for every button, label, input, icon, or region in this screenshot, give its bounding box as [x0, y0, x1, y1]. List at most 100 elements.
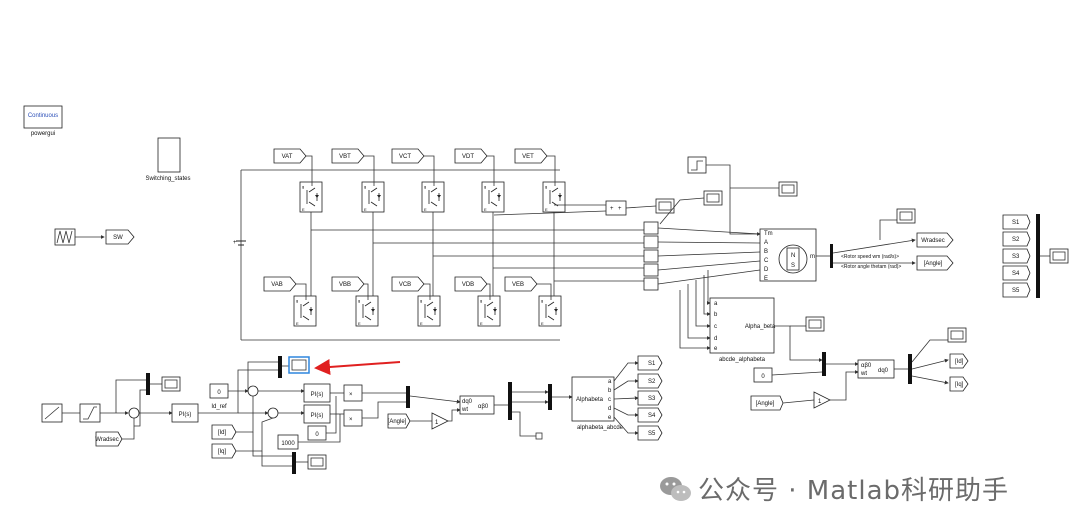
goto-vab[interactable]: VAB: [263, 276, 297, 292]
igbt-lower-a[interactable]: [293, 295, 317, 327]
svg-text:S4: S4: [648, 413, 656, 419]
from-s5[interactable]: S5: [1002, 282, 1031, 298]
igbt-upper-e[interactable]: [542, 181, 566, 213]
svg-text:VAT: VAT: [282, 154, 293, 160]
product-1[interactable]: ×: [343, 384, 363, 402]
svg-text:SW: SW: [113, 235, 123, 241]
mux-right[interactable]: [1036, 214, 1040, 298]
id-ref-const[interactable]: 0 Id_ref: [209, 383, 229, 410]
gain-right[interactable]: 1: [813, 391, 831, 409]
alphabeta-dq-block[interactable]: αβ0 wt dq0: [857, 359, 895, 379]
svg-text:S5: S5: [1012, 288, 1020, 294]
goto-vat[interactable]: VAT: [273, 148, 307, 164]
svg-text:c: c: [714, 324, 717, 330]
const-1000[interactable]: 1000: [277, 434, 299, 450]
ramp-block[interactable]: [41, 403, 63, 423]
goto-vct[interactable]: VCT: [391, 148, 425, 164]
goto-id[interactable]: [Id]: [949, 353, 969, 369]
svg-text:D: D: [764, 267, 769, 273]
goto-vdb[interactable]: VDB: [454, 276, 488, 292]
goto-vbb[interactable]: VBB: [331, 276, 365, 292]
goto-s2[interactable]: S2: [637, 373, 663, 389]
pmsm-machine-block[interactable]: Tm A B C D E N S m: [759, 228, 817, 282]
svg-text:dq0: dq0: [878, 368, 889, 374]
goto-vcb[interactable]: VCB: [391, 276, 425, 292]
igbt-lower-b[interactable]: [355, 295, 379, 327]
scope-2[interactable]: [703, 190, 723, 206]
goto-angle[interactable]: [Angle]: [916, 255, 954, 271]
svg-text:S1: S1: [648, 361, 656, 367]
goto-s1[interactable]: S1: [637, 355, 663, 371]
from-s1[interactable]: S1: [1002, 214, 1031, 230]
svg-text:0: 0: [217, 390, 221, 396]
goto-s3[interactable]: S3: [637, 390, 663, 406]
gain-mid[interactable]: 1: [431, 412, 449, 430]
goto-s4[interactable]: S4: [637, 407, 663, 423]
igbt-upper-b[interactable]: [361, 181, 385, 213]
alphabeta-abcde-block[interactable]: Alphabeta a b c d e alphabeta_abcde: [571, 376, 624, 431]
pi-iq-block[interactable]: PI(s): [303, 404, 331, 424]
igbt-upper-d[interactable]: [481, 181, 505, 213]
goto-vet[interactable]: VET: [514, 148, 548, 164]
speed-sum[interactable]: [128, 407, 140, 419]
dq0-alphabeta-block[interactable]: dq0 wt αβ0: [459, 395, 495, 415]
id-sum[interactable]: [247, 385, 259, 397]
igbt-lower-c[interactable]: [417, 295, 441, 327]
scope-highlighted[interactable]: [288, 356, 310, 374]
from-s4[interactable]: S4: [1002, 265, 1031, 281]
from-angle-mid[interactable]: [Angle]: [387, 413, 411, 429]
scope-switch-states[interactable]: [1049, 248, 1069, 264]
switching-states-block[interactable]: Switching_states: [145, 137, 191, 182]
svg-text:PI(s): PI(s): [311, 413, 324, 419]
svg-text:S3: S3: [648, 396, 656, 402]
svg-text:+: +: [618, 206, 622, 212]
from-s3[interactable]: S3: [1002, 248, 1031, 264]
scope-speed[interactable]: [896, 208, 916, 224]
scope-3[interactable]: [778, 181, 798, 197]
scope-alphabeta[interactable]: [805, 316, 825, 332]
iq-sum[interactable]: [267, 407, 279, 419]
svg-text:e: e: [608, 415, 612, 421]
svg-text:[Angle]: [Angle]: [924, 261, 943, 267]
igbt-upper-a[interactable]: [299, 181, 323, 213]
sum-block[interactable]: ++: [605, 200, 627, 216]
goto-wradsec[interactable]: Wradsec: [916, 232, 954, 248]
svg-text:VBT: VBT: [339, 154, 351, 160]
product-2[interactable]: ×: [343, 409, 363, 427]
goto-iq[interactable]: [Iq]: [949, 376, 969, 392]
scope-dq[interactable]: [947, 327, 967, 343]
from-s2[interactable]: S2: [1002, 231, 1031, 247]
svg-text:C: C: [764, 258, 769, 264]
goto-vdt[interactable]: VDT: [454, 148, 488, 164]
const-zero-mid[interactable]: 0: [307, 425, 327, 441]
step-block[interactable]: [687, 156, 707, 174]
from-wradsec[interactable]: Wradsec: [95, 431, 123, 447]
igbt-lower-d[interactable]: [477, 295, 501, 327]
svg-text:VET: VET: [522, 154, 534, 160]
const-zero-right[interactable]: 0: [753, 367, 773, 383]
igbt-upper-c[interactable]: [421, 181, 445, 213]
svg-text:d: d: [714, 336, 717, 342]
pi-id-block[interactable]: PI(s): [303, 383, 331, 403]
svg-text:×: ×: [349, 417, 353, 423]
pi-speed-block[interactable]: PI(s): [171, 403, 199, 423]
svg-text:S5: S5: [648, 431, 656, 437]
goto-vbt[interactable]: VBT: [331, 148, 365, 164]
from-angle-right[interactable]: [Angle]: [750, 395, 784, 411]
scope-speed-ref[interactable]: [161, 376, 181, 392]
goto-s5[interactable]: S5: [637, 425, 663, 441]
powergui-block[interactable]: Continuous powergui: [23, 105, 63, 137]
svg-text:N: N: [791, 253, 795, 259]
abcde-alphabeta-block[interactable]: a b c d e Alpha_beta abcde_alphabeta: [709, 297, 776, 363]
goto-sw[interactable]: SW: [105, 229, 135, 245]
scope-currents[interactable]: [307, 454, 327, 470]
from-id[interactable]: [Id]: [211, 424, 237, 440]
saturation-block[interactable]: [79, 403, 101, 423]
igbt-lower-e[interactable]: [538, 295, 562, 327]
repeating-sequence-block[interactable]: [54, 228, 76, 246]
measurement-blocks[interactable]: [643, 221, 659, 291]
svg-text:S2: S2: [648, 379, 656, 385]
from-iq[interactable]: [Iq]: [211, 443, 237, 459]
goto-veb[interactable]: VEB: [504, 276, 538, 292]
